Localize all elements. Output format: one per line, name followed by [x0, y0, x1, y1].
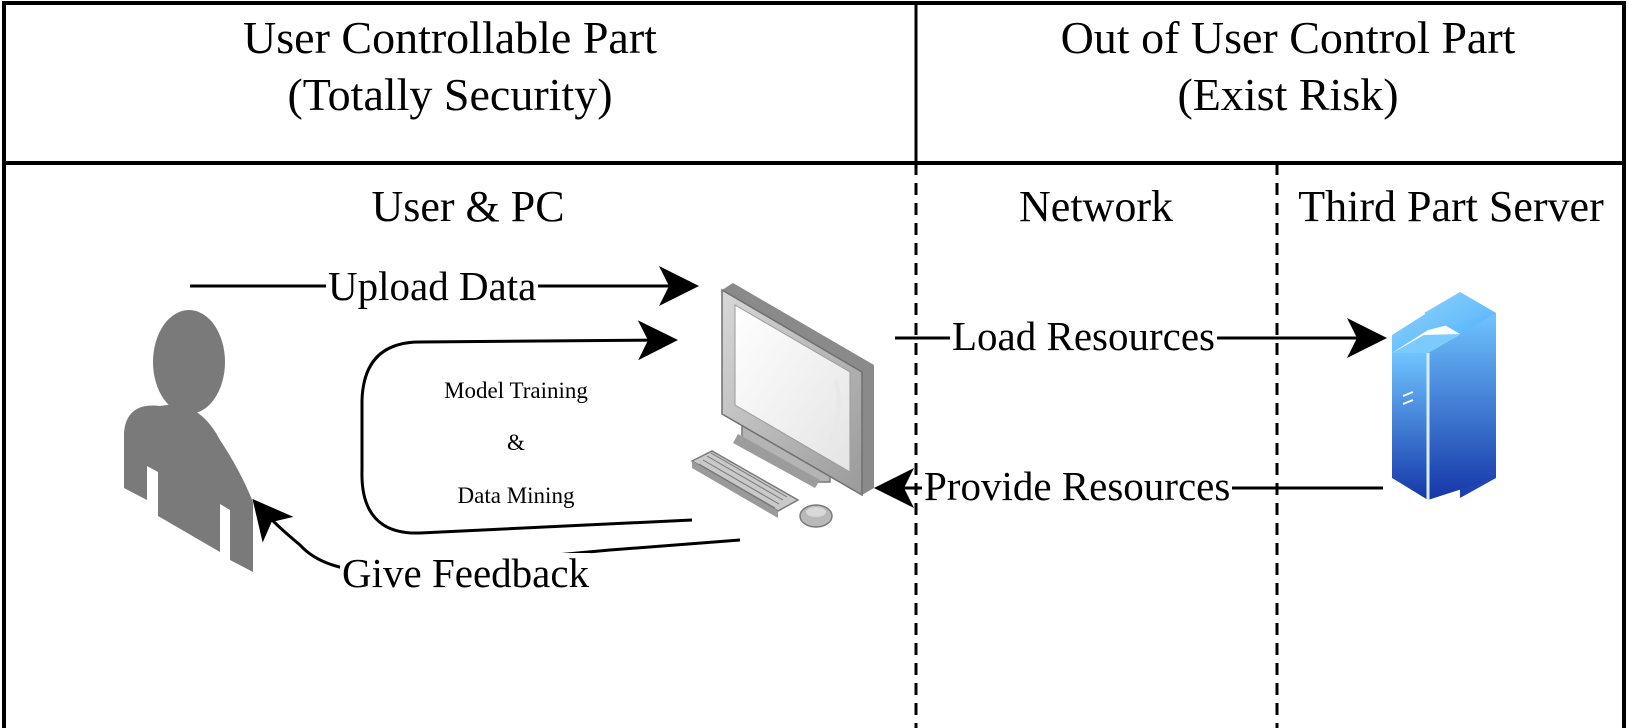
- section-third-party-server: Third Part Server: [1298, 182, 1604, 231]
- model-training-label: Model Training: [444, 378, 588, 403]
- header-right-title: Out of User Control Part: [1060, 12, 1516, 63]
- header-right-subtitle: (Exist Risk): [1177, 69, 1399, 120]
- section-network: Network: [1019, 182, 1173, 231]
- section-user-pc: User & PC: [371, 182, 565, 231]
- training-loop-arrow: [360, 320, 693, 535]
- data-mining-label: Data Mining: [457, 483, 575, 508]
- header-left-title: User Controllable Part: [243, 12, 657, 63]
- upload-data-label: Upload Data: [326, 263, 539, 309]
- desktop-computer-icon: [690, 283, 874, 528]
- give-feedback-label: Give Feedback: [340, 550, 592, 596]
- user-icon: [124, 310, 253, 572]
- provide-resources-label: Provide Resources: [922, 463, 1233, 509]
- ampersand-label: &: [507, 430, 525, 455]
- load-resources-label: Load Resources: [950, 313, 1217, 359]
- header-left-subtitle: (Totally Security): [287, 69, 613, 120]
- server-icon: [1392, 292, 1496, 500]
